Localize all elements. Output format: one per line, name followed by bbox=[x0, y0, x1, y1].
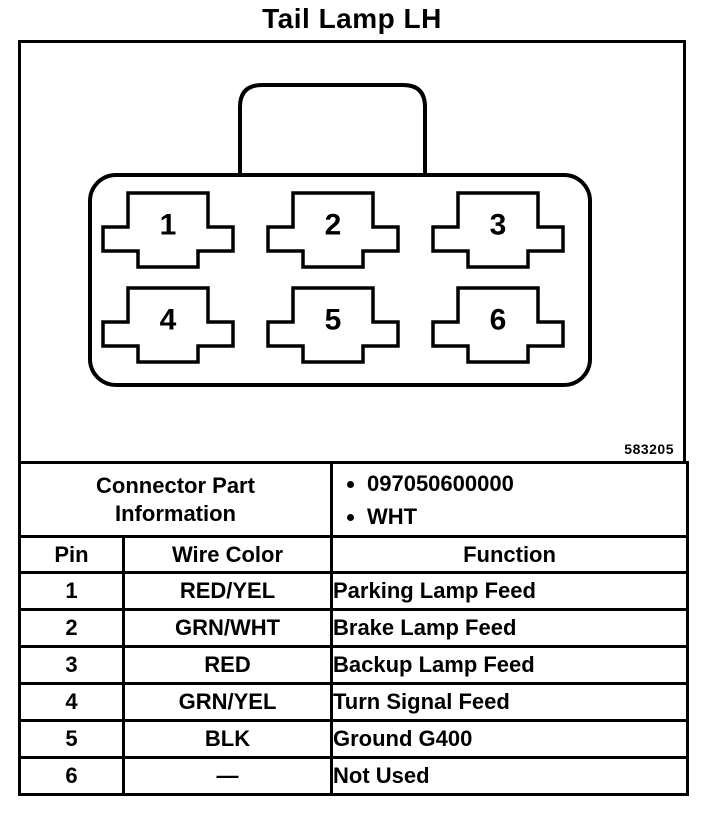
pin-number: 5 bbox=[325, 304, 342, 337]
function-cell: Not Used bbox=[330, 756, 689, 796]
table-header-row: Pin Wire Color Function bbox=[18, 535, 689, 574]
wire-color-cell: RED/YEL bbox=[122, 571, 333, 611]
pin-cavity-2: 2 bbox=[266, 191, 400, 269]
pin-cell: 4 bbox=[18, 682, 125, 722]
function-cell: Ground G400 bbox=[330, 719, 689, 759]
connector-sheet: 1 2 3 4 5 bbox=[18, 40, 689, 800]
part-info-list: 097050600000 WHT bbox=[335, 467, 685, 533]
wire-color-cell: GRN/WHT bbox=[122, 608, 333, 648]
pinout-table: Connector Part Information 097050600000 … bbox=[18, 461, 689, 796]
connector-part-values: 097050600000 WHT bbox=[330, 461, 689, 538]
pin-cavity-4: 4 bbox=[101, 286, 235, 364]
pin-number: 6 bbox=[490, 304, 507, 337]
table-row: 2 GRN/WHT Brake Lamp Feed bbox=[18, 608, 689, 648]
connector-part-information-label: Connector Part Information bbox=[18, 461, 333, 538]
connector-info-row: Connector Part Information 097050600000 … bbox=[18, 461, 689, 538]
pin-cell: 6 bbox=[18, 756, 125, 796]
part-number-item: 097050600000 bbox=[367, 467, 685, 500]
function-cell: Backup Lamp Feed bbox=[330, 645, 689, 685]
table-row: 6 — Not Used bbox=[18, 756, 689, 796]
pin-cavity-1: 1 bbox=[101, 191, 235, 269]
diagram-id: 583205 bbox=[624, 441, 674, 457]
pin-number: 3 bbox=[490, 209, 507, 242]
header-pin: Pin bbox=[18, 535, 125, 574]
wire-color-cell: BLK bbox=[122, 719, 333, 759]
table-row: 3 RED Backup Lamp Feed bbox=[18, 645, 689, 685]
table-row: 5 BLK Ground G400 bbox=[18, 719, 689, 759]
pin-cell: 1 bbox=[18, 571, 125, 611]
pin-cell: 2 bbox=[18, 608, 125, 648]
function-cell: Parking Lamp Feed bbox=[330, 571, 689, 611]
page-title: Tail Lamp LH bbox=[262, 3, 442, 34]
pin-number: 4 bbox=[160, 304, 177, 337]
connector-svg: 1 2 3 4 5 bbox=[88, 83, 592, 387]
pin-cavity-6: 6 bbox=[431, 286, 565, 364]
header-function: Function bbox=[330, 535, 689, 574]
connector-diagram: 1 2 3 4 5 bbox=[18, 40, 686, 464]
pin-number: 1 bbox=[160, 209, 177, 242]
wire-color-cell: GRN/YEL bbox=[122, 682, 333, 722]
pin-cavity-5: 5 bbox=[266, 286, 400, 364]
pin-cell: 5 bbox=[18, 719, 125, 759]
connector-color-item: WHT bbox=[367, 500, 685, 533]
function-cell: Turn Signal Feed bbox=[330, 682, 689, 722]
wire-color-cell: — bbox=[122, 756, 333, 796]
function-cell: Brake Lamp Feed bbox=[330, 608, 689, 648]
connector-tab bbox=[238, 83, 427, 181]
pin-cavity-3: 3 bbox=[431, 191, 565, 269]
wire-color-cell: RED bbox=[122, 645, 333, 685]
table-row: 4 GRN/YEL Turn Signal Feed bbox=[18, 682, 689, 722]
pin-cell: 3 bbox=[18, 645, 125, 685]
pin-number: 2 bbox=[325, 209, 342, 242]
table-row: 1 RED/YEL Parking Lamp Feed bbox=[18, 571, 689, 611]
header-wire-color: Wire Color bbox=[122, 535, 333, 574]
